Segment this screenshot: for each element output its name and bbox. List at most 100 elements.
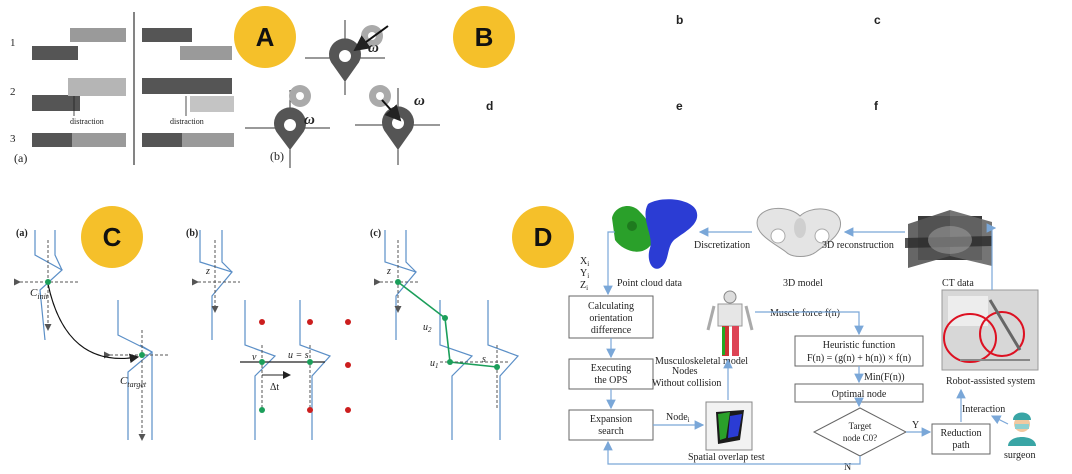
- reduction-path-box: Reduction path: [931, 423, 991, 455]
- svg-text:C: C: [103, 222, 122, 252]
- node-i-sub: i: [688, 416, 690, 424]
- surgeon-label: surgeon: [1004, 450, 1035, 461]
- omega-1: ω: [368, 40, 379, 56]
- discretization-label: Discretization: [694, 240, 750, 251]
- interaction-label: Interaction: [962, 404, 1005, 415]
- svg-text:the OPS: the OPS: [594, 375, 627, 386]
- calc-orientation-box: Calculating orientation difference: [568, 295, 654, 339]
- svg-text:B: B: [475, 22, 494, 52]
- u-eq-s-label: u = s: [288, 350, 309, 361]
- omega-2: ω: [304, 112, 315, 128]
- fragment-light-3: [72, 133, 126, 147]
- 3d-model-label: 3D model: [783, 278, 823, 289]
- min-f-label: Min(F(n)): [864, 372, 905, 383]
- badge-a: A: [234, 6, 296, 68]
- fragment-dark-2: [32, 95, 80, 111]
- bone-label-c: c: [874, 13, 881, 27]
- rotation-glyph-3: ω: [355, 85, 440, 165]
- row-label-1: 1: [10, 37, 16, 49]
- panel-a: 1 2 3 distraction distraction (a): [10, 12, 440, 168]
- s-label: s: [482, 354, 486, 365]
- c-target-label: C: [120, 375, 128, 387]
- z-label-b: z: [205, 266, 210, 277]
- c-init-label: C: [30, 287, 38, 299]
- robot-label: Robot-assisted system: [946, 376, 1035, 387]
- nodes-label: Nodes: [672, 366, 698, 377]
- fragment-light-2: [68, 78, 126, 96]
- zi-label: Z: [580, 280, 586, 291]
- optimal-node-box: Optimal node: [794, 383, 924, 403]
- contour-c: z u2 u1 s: [374, 230, 520, 440]
- ct-data-image: [905, 210, 992, 268]
- svg-text:u2: u2: [423, 322, 432, 334]
- svg-text:D: D: [534, 222, 553, 252]
- svg-text:difference: difference: [591, 325, 632, 336]
- svg-text:Cinit: Cinit: [30, 287, 49, 301]
- z-label-c: z: [386, 266, 391, 277]
- svg-text:node C0?: node C0?: [843, 433, 877, 443]
- yi-label: Y: [580, 268, 587, 279]
- bone-label-f: f: [874, 99, 879, 113]
- node-i-label: Node: [666, 412, 688, 423]
- distraction-label-right: distraction: [170, 117, 204, 126]
- flow-arrows: [603, 223, 1009, 465]
- u2-sub: 2: [428, 326, 432, 334]
- u1-sub: 1: [435, 362, 439, 370]
- robot-system-image: [941, 289, 1039, 371]
- overlap-label: Spatial overlap test: [688, 452, 765, 463]
- expansion-search-box: Expansion search: [568, 409, 654, 441]
- execute-ops-box: Executing the OPS: [568, 358, 654, 390]
- point-cloud-image: [612, 199, 698, 269]
- omega-3: ω: [414, 93, 425, 109]
- xi-sub: i: [587, 260, 589, 268]
- rotation-glyph-2: ω: [245, 85, 330, 168]
- svg-text:u1: u1: [430, 358, 439, 370]
- svg-text:F(n) = (g(n) + h(n)) × f(n): F(n) = (g(n) + h(n)) × f(n): [807, 353, 911, 364]
- rotation-glyph-1: ω: [305, 20, 389, 95]
- row-label-2: 2: [10, 86, 16, 98]
- svg-text:orientation: orientation: [589, 313, 632, 324]
- sub-label-a: (a): [14, 151, 27, 165]
- u1-label: u: [430, 358, 435, 369]
- svg-text:Xi: Xi: [580, 256, 589, 268]
- sub-label-b: (b): [270, 149, 284, 163]
- panel-c: (a) (b) (c) Cinit Ctarget z: [14, 228, 520, 441]
- v-label: v: [252, 352, 257, 363]
- contour-a: Cinit Ctarget: [14, 230, 170, 441]
- svg-text:Zi: Zi: [580, 280, 588, 292]
- svg-text:Target: Target: [849, 421, 872, 431]
- surgeon-icon: [1008, 412, 1036, 446]
- panel-c-sub-c: (c): [370, 228, 381, 239]
- reconstruction-label: 3D reconstruction: [822, 240, 894, 251]
- point-cloud-label: Point cloud data: [617, 278, 683, 289]
- row-label-3: 3: [10, 133, 16, 145]
- bone-label-b: b: [676, 13, 683, 27]
- musculoskeletal-label: Musculoskeletal model: [655, 356, 748, 367]
- c-init-sub: init: [37, 292, 48, 301]
- no-label: N: [844, 462, 851, 473]
- svg-text:Ctarget: Ctarget: [120, 375, 147, 389]
- contour-b: z v u = s Δt: [192, 230, 351, 440]
- svg-text:Yi: Yi: [580, 268, 589, 280]
- svg-text:Calculating: Calculating: [588, 301, 634, 312]
- target-decision: Target node C0?: [812, 407, 908, 457]
- fragment-dark-3: [32, 133, 72, 147]
- svg-text:Expansion: Expansion: [590, 414, 632, 425]
- delta-t-label: Δt: [270, 382, 279, 393]
- pelvis-model-image: [756, 207, 842, 257]
- xi-label: X: [580, 256, 588, 267]
- svg-text:Nodei: Nodei: [666, 412, 690, 424]
- panel-c-sub-b: (b): [186, 228, 198, 239]
- distraction-label-left: distraction: [70, 117, 104, 126]
- svg-text:A: A: [256, 22, 275, 52]
- yes-label: Y: [912, 420, 919, 431]
- heuristic-box: Heuristic function F(n) = (g(n) + h(n)) …: [794, 335, 924, 367]
- svg-text:search: search: [598, 426, 624, 437]
- bone-label-d: d: [486, 99, 493, 113]
- svg-text:path: path: [952, 440, 969, 451]
- badge-c: C: [81, 206, 143, 268]
- svg-text:Optimal node: Optimal node: [832, 389, 887, 400]
- panel-c-sub-a: (a): [16, 228, 28, 239]
- badge-d: D: [512, 206, 574, 268]
